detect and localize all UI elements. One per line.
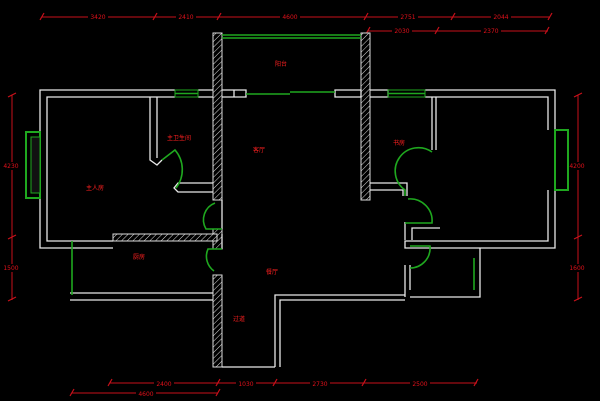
label-master-bedroom: 主人房 bbox=[86, 184, 104, 192]
dim-bottom2-1: 4600 bbox=[138, 391, 153, 398]
dimension-lines bbox=[7, 12, 583, 397]
label-master-bath: 主卫生间 bbox=[167, 134, 191, 142]
dim-top-3: 4600 bbox=[282, 14, 297, 21]
dim-top-5: 2044 bbox=[493, 14, 508, 21]
label-living-room: 客厅 bbox=[253, 146, 265, 154]
dim-left-2: 1500 bbox=[3, 265, 18, 272]
door-swings bbox=[161, 146, 433, 272]
label-corridor: 过道 bbox=[233, 315, 245, 323]
dim-top-1: 3420 bbox=[90, 14, 105, 21]
windows bbox=[25, 34, 569, 295]
dim-bottom-2: 1030 bbox=[238, 381, 253, 388]
label-dining-room: 餐厅 bbox=[266, 268, 278, 276]
room-labels: 阳台 客厅 主卫生间 主人房 书房 厨房 餐厅 过道 bbox=[86, 60, 405, 323]
label-kitchen: 厨房 bbox=[133, 253, 145, 261]
dim-right-1: 4200 bbox=[569, 163, 584, 170]
walls bbox=[39, 32, 556, 368]
dim-right-2: 1600 bbox=[569, 265, 584, 272]
dim-top2-2: 2370 bbox=[483, 28, 498, 35]
dim-top2-1: 2030 bbox=[394, 28, 409, 35]
label-study: 书房 bbox=[393, 139, 405, 147]
dim-top-2: 2410 bbox=[178, 14, 193, 21]
dim-top-4: 2751 bbox=[400, 14, 415, 21]
dimension-labels: 3420 2410 4600 2751 2044 2030 2370 2400 … bbox=[2, 12, 588, 398]
dim-bottom-4: 2500 bbox=[412, 381, 427, 388]
dim-bottom-3: 2730 bbox=[312, 381, 327, 388]
dim-bottom-1: 2400 bbox=[156, 381, 171, 388]
dim-left-1: 4230 bbox=[3, 163, 18, 170]
label-balcony: 阳台 bbox=[275, 60, 287, 68]
